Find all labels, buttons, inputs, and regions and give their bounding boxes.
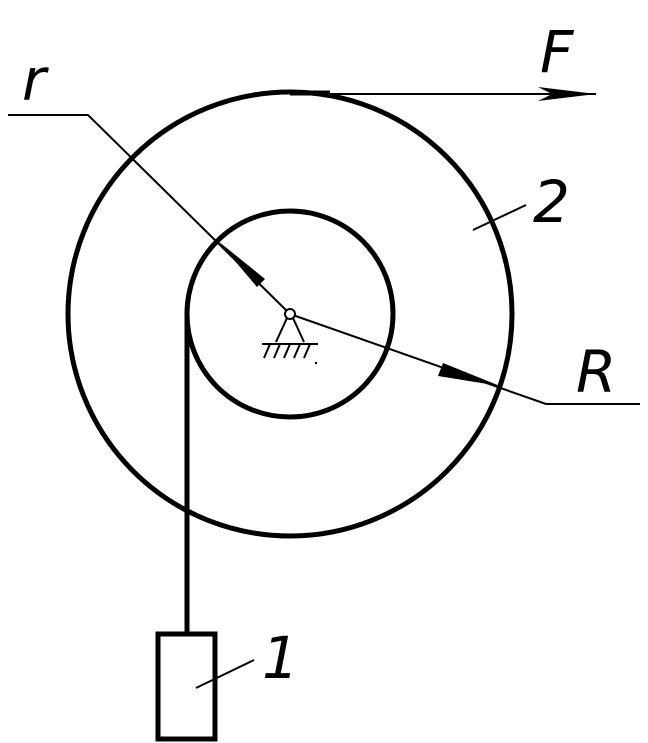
inner-radius-label: r xyxy=(22,46,49,114)
load-block xyxy=(155,631,218,742)
outer-radius-label: R xyxy=(576,338,616,406)
inner-radius-leader xyxy=(8,114,291,315)
inner-radius-arrowhead xyxy=(218,241,265,287)
force-label: F xyxy=(540,18,575,86)
pulley-label: 2 xyxy=(533,168,570,236)
load-leader xyxy=(195,659,255,689)
outer-radius-arrowhead xyxy=(438,363,500,386)
load-label: 1 xyxy=(262,624,299,692)
pulley-leader xyxy=(472,204,527,231)
pivot-support xyxy=(262,308,318,365)
outer-radius-leader xyxy=(289,313,640,405)
